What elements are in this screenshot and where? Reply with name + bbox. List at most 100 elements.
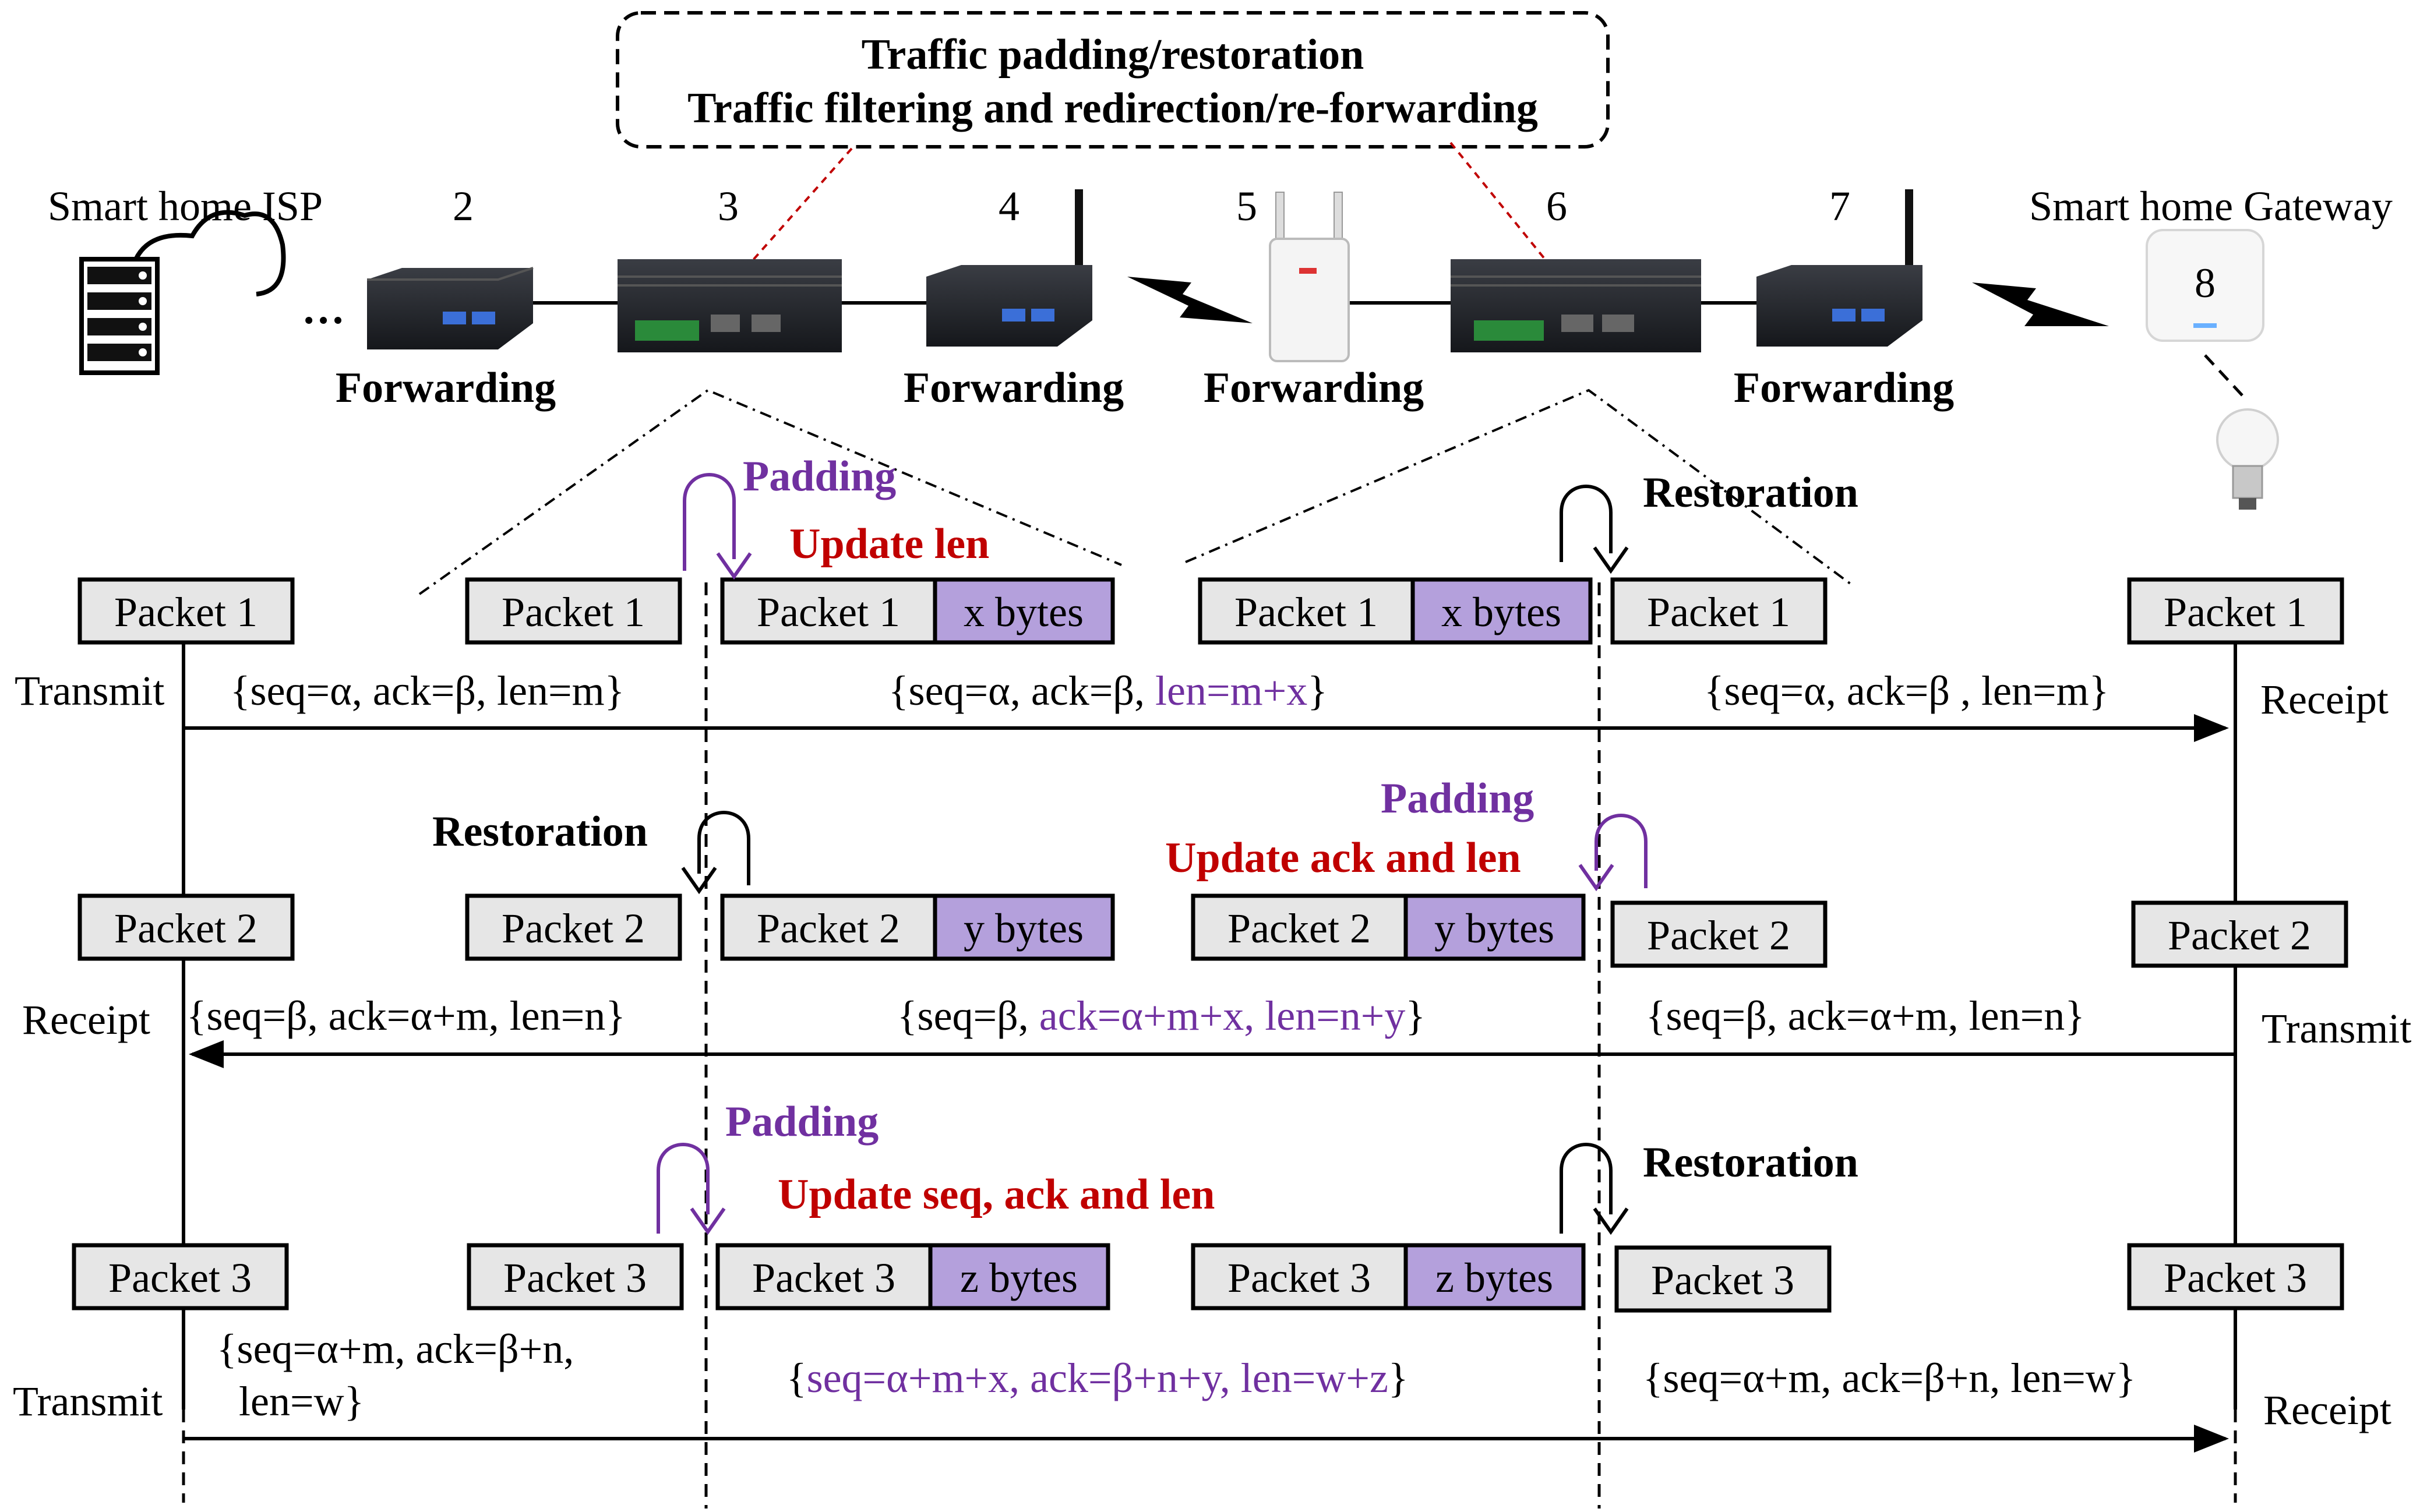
packet-label: Packet 1 xyxy=(757,589,900,635)
node-6-label: 6 xyxy=(1546,183,1567,229)
packet-label: Packet 1 xyxy=(2164,589,2307,635)
packet-box xyxy=(465,577,682,645)
padding-arrowhead xyxy=(690,1207,726,1235)
packet-box xyxy=(1614,1245,1832,1313)
node-4-label: 4 xyxy=(999,183,1020,229)
padding-label: Padding xyxy=(743,453,896,500)
restoration-arrow xyxy=(1560,1143,1613,1234)
wifi-extender-icon xyxy=(1269,192,1350,362)
packet-label: Packet 3 xyxy=(108,1255,252,1301)
packet-box xyxy=(77,893,295,961)
packet-box xyxy=(1191,893,1408,961)
hub-bulb-link xyxy=(2204,354,2244,397)
restoration-arrow xyxy=(1560,485,1613,562)
packet-label: Packet 2 xyxy=(502,905,645,952)
packet-label: Packet 2 xyxy=(114,905,257,952)
mini-pc-icon xyxy=(1451,259,1701,352)
padding-arrow xyxy=(657,1143,710,1234)
restoration-arrowhead xyxy=(1593,1207,1629,1235)
forwarding-label-7: Forwarding xyxy=(1734,364,1954,412)
padding-bytes-box xyxy=(1403,893,1586,961)
padding-bytes-box xyxy=(928,1243,1110,1310)
padding-arrow xyxy=(683,473,736,571)
packet-box xyxy=(465,893,682,961)
row-1: Packet 1 Packet 1 Packet 1 x bytes Packe… xyxy=(15,453,2389,742)
packet-box xyxy=(2127,1243,2344,1310)
padding-bytes-label: y bytes xyxy=(1434,905,1554,952)
padding-arrowhead xyxy=(1578,864,1614,892)
packet-label: Packet 1 xyxy=(1234,589,1378,635)
header-fields: {seq=α, ack=β , len=m} xyxy=(1704,667,2109,714)
node-5-label: 5 xyxy=(1236,183,1257,229)
packet-box xyxy=(2131,900,2348,968)
padding-bytes-box xyxy=(1410,577,1593,645)
packet-box xyxy=(77,577,295,645)
padding-bytes-label: z bytes xyxy=(1435,1255,1553,1301)
node-3-label: 3 xyxy=(718,183,739,229)
header-fields: {seq=β, ack=α+m, len=n} xyxy=(1646,992,2085,1039)
header-fields: {seq=β, ack=α+m, len=n} xyxy=(186,992,626,1039)
router-icon xyxy=(1756,189,1922,347)
packet-label: Packet 2 xyxy=(757,905,900,952)
restoration-label: Restoration xyxy=(432,808,648,856)
packet-label: Packet 3 xyxy=(1227,1255,1371,1301)
restoration-label: Restoration xyxy=(1643,1139,1858,1186)
zoom-outline-node6 xyxy=(1185,388,1854,587)
packet-box xyxy=(2127,577,2344,645)
node-2-label: 2 xyxy=(453,183,474,229)
header-fields: {seq=α+m, ack=β+n, len=w} xyxy=(1643,1355,2136,1401)
function-line-2: Traffic filtering and redirection/re-for… xyxy=(687,84,1538,132)
padding-arrow xyxy=(1595,814,1648,888)
packet-label: Packet 3 xyxy=(503,1255,647,1301)
transmit-label: Transmit xyxy=(13,1378,163,1425)
mini-pc-icon xyxy=(618,259,842,352)
update-label: Update len xyxy=(789,520,989,568)
router-icon xyxy=(926,189,1092,347)
header-fields: {seq=α+m, ack=β+n, xyxy=(217,1326,574,1372)
header-fields: {seq=α, ack=β, len=m} xyxy=(230,667,625,714)
padding-bytes-box xyxy=(1403,1243,1586,1310)
header-fields-modified: {seq=β, ack=α+m+x, len=n+y} xyxy=(897,992,1426,1039)
padding-arrowhead xyxy=(716,552,752,580)
gateway-label: Smart home Gateway xyxy=(2029,183,2393,229)
mini-pc-icon xyxy=(367,267,534,349)
transmit-label: Transmit xyxy=(15,667,164,714)
packet-label: Packet 3 xyxy=(1651,1257,1794,1303)
padding-label: Padding xyxy=(725,1098,879,1146)
forwarding-label-2: Forwarding xyxy=(336,364,556,412)
padding-bytes-label: x bytes xyxy=(1441,589,1561,635)
link-line-node3 xyxy=(747,147,853,266)
header-fields-modified: {seq=α+m+x, ack=β+n+y, len=w+z} xyxy=(786,1355,1408,1401)
padding-bytes-label: y bytes xyxy=(964,905,1084,952)
packet-label: Packet 2 xyxy=(1227,905,1371,952)
function-box: Traffic padding/restoration Traffic filt… xyxy=(616,11,1610,149)
packet-box xyxy=(720,577,937,645)
padding-bytes-label: z bytes xyxy=(960,1255,1078,1301)
ellipsis: … xyxy=(302,285,345,333)
header-fields: len=w} xyxy=(239,1378,364,1425)
packet-box xyxy=(467,1243,684,1310)
transmit-label: Transmit xyxy=(2262,1005,2411,1052)
light-bulb-icon xyxy=(2216,408,2279,510)
packet-box xyxy=(72,1243,289,1310)
padding-label: Padding xyxy=(1381,775,1534,822)
packet-label: Packet 3 xyxy=(752,1255,895,1301)
packet-box xyxy=(1610,577,1828,645)
packet-label: Packet 3 xyxy=(2164,1255,2307,1301)
restoration-label: Restoration xyxy=(1643,469,1858,517)
node-7-label: 7 xyxy=(1829,183,1850,229)
update-label: Update ack and len xyxy=(1165,834,1521,882)
forwarding-label-5: Forwarding xyxy=(1204,364,1424,412)
packet-label: Packet 1 xyxy=(502,589,645,635)
restoration-arrow xyxy=(697,811,750,885)
packet-label: Packet 2 xyxy=(2168,912,2311,959)
row-2: Packet 2 Packet 2 Packet 2 y bytes Packe… xyxy=(22,775,2411,1068)
smart-hub-icon xyxy=(2146,229,2264,342)
isp-label: Smart home ISP xyxy=(48,183,323,229)
lightning-link-icon xyxy=(1127,277,1253,323)
update-label: Update seq, ack and len xyxy=(778,1171,1215,1218)
row-3: Packet 3 Packet 3 Packet 3 z bytes Packe… xyxy=(13,1098,2391,1453)
restoration-arrowhead xyxy=(681,867,717,895)
packet-box xyxy=(720,893,937,961)
